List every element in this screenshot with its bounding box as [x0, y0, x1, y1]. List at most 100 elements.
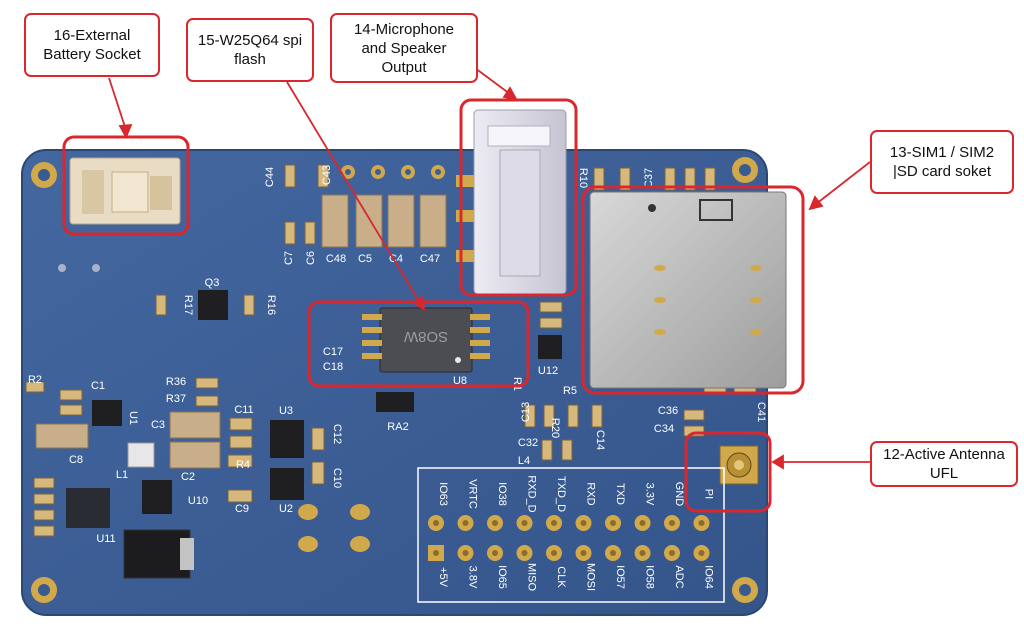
cap-c2: [169, 441, 221, 469]
inductor-l1: [127, 442, 155, 468]
chip-marking: SO8W: [403, 328, 448, 345]
sim-sd-socket: [589, 191, 787, 389]
pin-header-bottom-pad-hole: [521, 550, 528, 556]
silkscreen-label: L1: [116, 469, 128, 481]
silkscreen-label: C9: [235, 503, 249, 515]
battery-connector: [69, 157, 181, 225]
silkscreen-label: R17: [182, 295, 194, 315]
pin-header-bottom-pad-hole: [698, 550, 705, 556]
silkscreen-label: U1: [127, 411, 139, 425]
highlight-sim: [581, 185, 805, 395]
silkscreen-label: U2: [279, 503, 293, 515]
silkscreen-label: C34: [654, 423, 674, 435]
silkscreen-label: U10: [188, 495, 208, 507]
pin-header-bottom-label: MISO: [526, 563, 538, 592]
silkscreen-label: R2: [28, 374, 42, 386]
regulator: [123, 529, 191, 579]
ic-u11: [66, 488, 110, 528]
pad-holes: [298, 504, 370, 552]
pin-header-bottom-label: MOSI: [585, 563, 597, 591]
silkscreen-label: R5: [563, 385, 577, 397]
silkscreen-label: L4: [518, 455, 530, 467]
callout-microphone-speaker: 14-Microphone and Speaker Output: [330, 13, 478, 83]
pin-header-top-label: PI: [703, 489, 715, 499]
pin-header-top-pad-hole: [669, 520, 675, 526]
silkscreen-label: Q3: [205, 277, 220, 289]
ufl-connector: [719, 445, 759, 485]
silkscreen-label: C43: [321, 165, 333, 185]
silkscreen-label: C10: [331, 468, 343, 488]
silkscreen-label: C3: [151, 419, 165, 431]
pin-header-bottom-pad-hole: [462, 550, 469, 556]
pin-header-top-pad-hole: [698, 520, 705, 526]
pin-header-frame: [417, 467, 725, 603]
silkscreen-label: C8: [69, 454, 83, 466]
ic-u1: [92, 400, 122, 426]
pin-header-bottom-pad-hole: [433, 550, 439, 556]
pin-header-top-pad-hole: [580, 520, 587, 526]
silkscreen-label: R20: [549, 418, 561, 438]
pin-header-bottom-label: IO65: [496, 565, 508, 589]
pin-header-top-pad-hole: [433, 520, 439, 526]
pin-header-top-label: 3.3V: [644, 483, 656, 506]
pin-header-top-pad-hole: [551, 520, 557, 526]
callout-external-battery: 16-External Battery Socket: [24, 13, 160, 77]
silkscreen-label: C18: [323, 361, 343, 373]
pin-header-bottom-pad-hole: [551, 550, 557, 556]
silkscreen-label: C5: [358, 253, 372, 265]
silkscreen-label: U11: [96, 533, 115, 545]
silkscreen-label: C41: [755, 402, 767, 422]
silkscreen-label: C13: [520, 402, 532, 422]
silkscreen-label: C48: [326, 253, 346, 265]
ic-u3: [270, 420, 304, 458]
silkscreen-label: R10: [577, 168, 589, 188]
silkscreen-label: C44: [264, 167, 276, 187]
pin-header-bottom-pad-hole: [639, 550, 646, 556]
silkscreen-label: R36: [166, 376, 186, 388]
callout-arrows: [108, 67, 871, 470]
silkscreen-label: C37: [643, 168, 655, 188]
pin-header-top-label: IO63: [437, 482, 449, 506]
pin-header-bottom-pad-hole: [669, 550, 675, 556]
silkscreen-label: C17: [323, 346, 343, 358]
silkscreen-label: R4: [236, 459, 250, 471]
cap-c8: [35, 423, 89, 449]
ic-u12: [538, 335, 562, 359]
silkscreen-label: RA2: [387, 421, 408, 433]
ic-u2: [270, 468, 304, 500]
silkscreen-label: R16: [265, 295, 277, 315]
pin-header-top-pad-hole: [610, 520, 616, 526]
cap-c3: [169, 411, 221, 439]
callout-active-antenna: 12-Active Antenna UFL: [870, 441, 1018, 487]
silkscreen-label: C2: [181, 471, 195, 483]
highlight-jack: [459, 98, 578, 297]
ic-u10: [142, 480, 172, 514]
silkscreen-label: C47: [420, 253, 440, 265]
silkscreen-label: C14: [594, 430, 606, 450]
pin-header-top-pad-hole: [521, 520, 528, 526]
silkscreen-label: U12: [538, 365, 558, 377]
silkscreen-label: C32: [518, 437, 538, 449]
flash-chip: SO8W: [362, 307, 490, 373]
transistor-q3: [198, 290, 228, 320]
silkscreen-label: C12: [331, 424, 343, 444]
resistor-array-ra2: [376, 392, 414, 412]
pin-header-top-pad-hole: [462, 520, 469, 526]
callout-spi-flash: 15-W25Q64 spi flash: [186, 18, 314, 82]
silkscreen-label: R37: [166, 393, 186, 405]
pin-header-bottom-pad-hole: [580, 550, 587, 556]
pin-header-bottom-label: ADC: [673, 565, 685, 588]
pin-header-top-label: TXD: [614, 483, 626, 505]
pin-header-top-label: VRTC: [467, 479, 479, 509]
pin-header-top-pad-hole: [639, 520, 646, 526]
pin-header-bottom-label: IO64: [703, 565, 715, 589]
pin-header-bottom-label: +5V: [437, 567, 449, 588]
silkscreen-label: C6: [305, 251, 317, 265]
silkscreen-label: U3: [279, 405, 293, 417]
pin-header-top-label: TXD_D: [555, 476, 567, 512]
pin-header-bottom-label: 3.8V: [467, 566, 479, 589]
